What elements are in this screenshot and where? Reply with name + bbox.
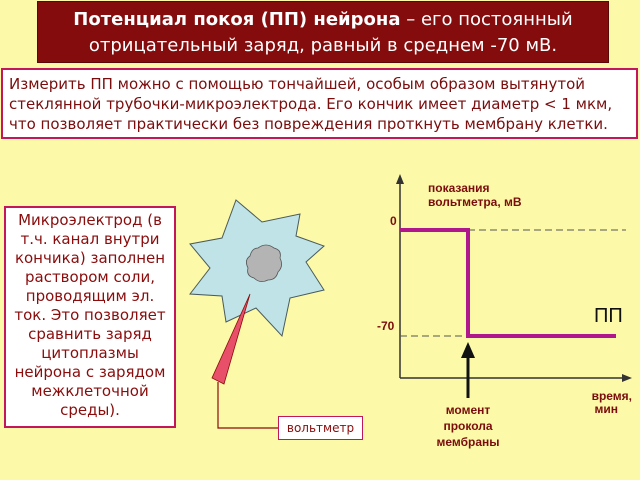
tick-zero-label: 0 [390,214,397,228]
moment-line2: прокола [443,419,493,433]
x-axis-label-line1: время, [591,389,632,403]
electrode-wire [217,382,278,429]
puncture-arrow-head [461,342,475,358]
puncture-moment-label: момент прокола мембраны [418,402,518,450]
info-text: Измерить ПП можно с помощью тончайшей, о… [9,75,613,133]
neuron-nucleus [246,244,282,282]
voltmeter-label: вольтметр [286,421,355,435]
microelectrode-description-box: Микроэлектрод (в т.ч. канал внутри кончи… [4,206,176,428]
x-axis-label: время, мин [582,390,632,416]
voltmeter-box: вольтметр [278,416,363,440]
y-axis-label-line2: вольтметра, мВ [428,195,522,209]
x-axis-arrow [622,374,632,382]
side-text: Микроэлектрод (в т.ч. канал внутри кончи… [14,211,166,419]
x-axis-label-line2: мин [594,402,618,416]
title-banner: Потенциал покоя (ПП) нейрона – его посто… [37,1,609,63]
moment-line1: момент [445,403,491,417]
microelectrode [211,293,251,385]
y-axis-label-line1: показания [428,181,490,195]
moment-line3: мембраны [436,435,500,449]
info-box: Измерить ПП можно с помощью тончайшей, о… [1,68,638,139]
y-axis-arrow [396,174,404,184]
voltage-trace [400,228,616,338]
tick-minus70-label: -70 [377,319,395,333]
title-rest: – его постоянный отрицательный заряд, ра… [88,9,573,56]
title-bold: Потенциал покоя (ПП) нейрона [73,9,401,30]
y-axis-label: показания вольтметра, мВ [428,181,522,209]
resting-potential-label: ПП [594,305,623,327]
